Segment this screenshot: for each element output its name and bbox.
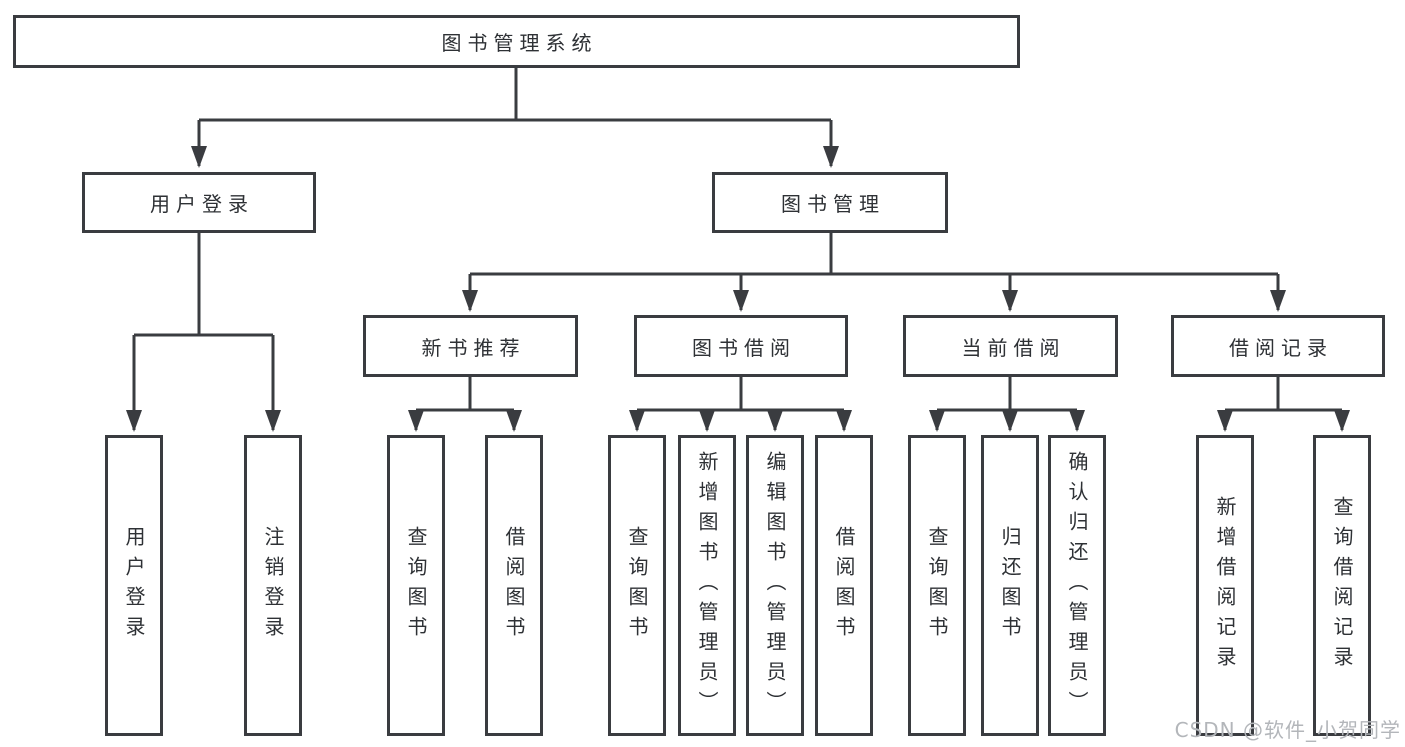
- leaf-edit-books-admin: 编辑图书（管理员）: [746, 435, 804, 736]
- connector-current-rail: [937, 377, 1077, 412]
- leaf-query-borrow-record: 查询借阅记录: [1313, 435, 1371, 736]
- node-label: 确认归还（管理员）: [1065, 450, 1089, 721]
- node-user-login: 用户登录: [82, 172, 316, 233]
- node-label: 借阅图书: [502, 525, 526, 646]
- node-label: 查询图书: [404, 525, 428, 646]
- leaf-return-books: 归还图书: [981, 435, 1039, 736]
- watermark: CSDN @软件_小贺同学: [1174, 718, 1401, 742]
- node-label: 图书借阅: [692, 335, 796, 360]
- connector-userlogin-rail: [134, 233, 273, 337]
- connector-borrow-rail: [637, 377, 844, 412]
- leaf-confirm-return-admin: 确认归还（管理员）: [1048, 435, 1106, 736]
- node-label: 借阅图书: [832, 525, 856, 646]
- node-label: 借阅记录: [1229, 335, 1333, 360]
- leaf-user-login: 用户登录: [105, 435, 163, 736]
- node-label: 新增借阅记录: [1213, 495, 1237, 676]
- leaf-borrow-books-1: 借阅图书: [485, 435, 543, 736]
- connector-records-rail: [1225, 377, 1342, 412]
- node-label: 新书推荐: [421, 335, 526, 360]
- connector-root-rail: [199, 68, 831, 122]
- node-label: 用户登录: [150, 192, 254, 216]
- connector-bookmgmt-rail: [470, 233, 1278, 276]
- leaf-add-books-admin: 新增图书（管理员）: [678, 435, 736, 736]
- node-label: 新增图书（管理员）: [695, 450, 719, 721]
- node-borrow-records: 借阅记录: [1171, 315, 1385, 377]
- node-library-management-system: 图书管理系统: [13, 15, 1020, 68]
- leaf-query-books-2: 查询图书: [608, 435, 666, 736]
- node-label: 当前借阅: [961, 335, 1066, 360]
- connector-newbook-rail: [416, 377, 514, 412]
- node-new-book-recommend: 新书推荐: [363, 315, 578, 377]
- leaf-add-borrow-record: 新增借阅记录: [1196, 435, 1254, 736]
- node-label: 查询图书: [925, 525, 949, 646]
- leaf-query-books-1: 查询图书: [387, 435, 445, 736]
- leaf-logout: 注销登录: [244, 435, 302, 736]
- node-label: 查询图书: [625, 525, 649, 646]
- node-label: 编辑图书（管理员）: [763, 450, 787, 721]
- node-label: 注销登录: [261, 525, 285, 646]
- node-book-management: 图书管理: [712, 172, 948, 233]
- node-label: 用户登录: [122, 525, 146, 646]
- node-label: 图书管理系统: [441, 31, 598, 55]
- node-label: 归还图书: [998, 525, 1022, 646]
- node-book-borrow: 图书借阅: [634, 315, 848, 377]
- leaf-query-books-3: 查询图书: [908, 435, 966, 736]
- node-label: 查询借阅记录: [1330, 495, 1354, 676]
- leaf-borrow-books-2: 借阅图书: [815, 435, 873, 736]
- node-label: 图书管理: [781, 192, 885, 216]
- node-current-borrow: 当前借阅: [903, 315, 1118, 377]
